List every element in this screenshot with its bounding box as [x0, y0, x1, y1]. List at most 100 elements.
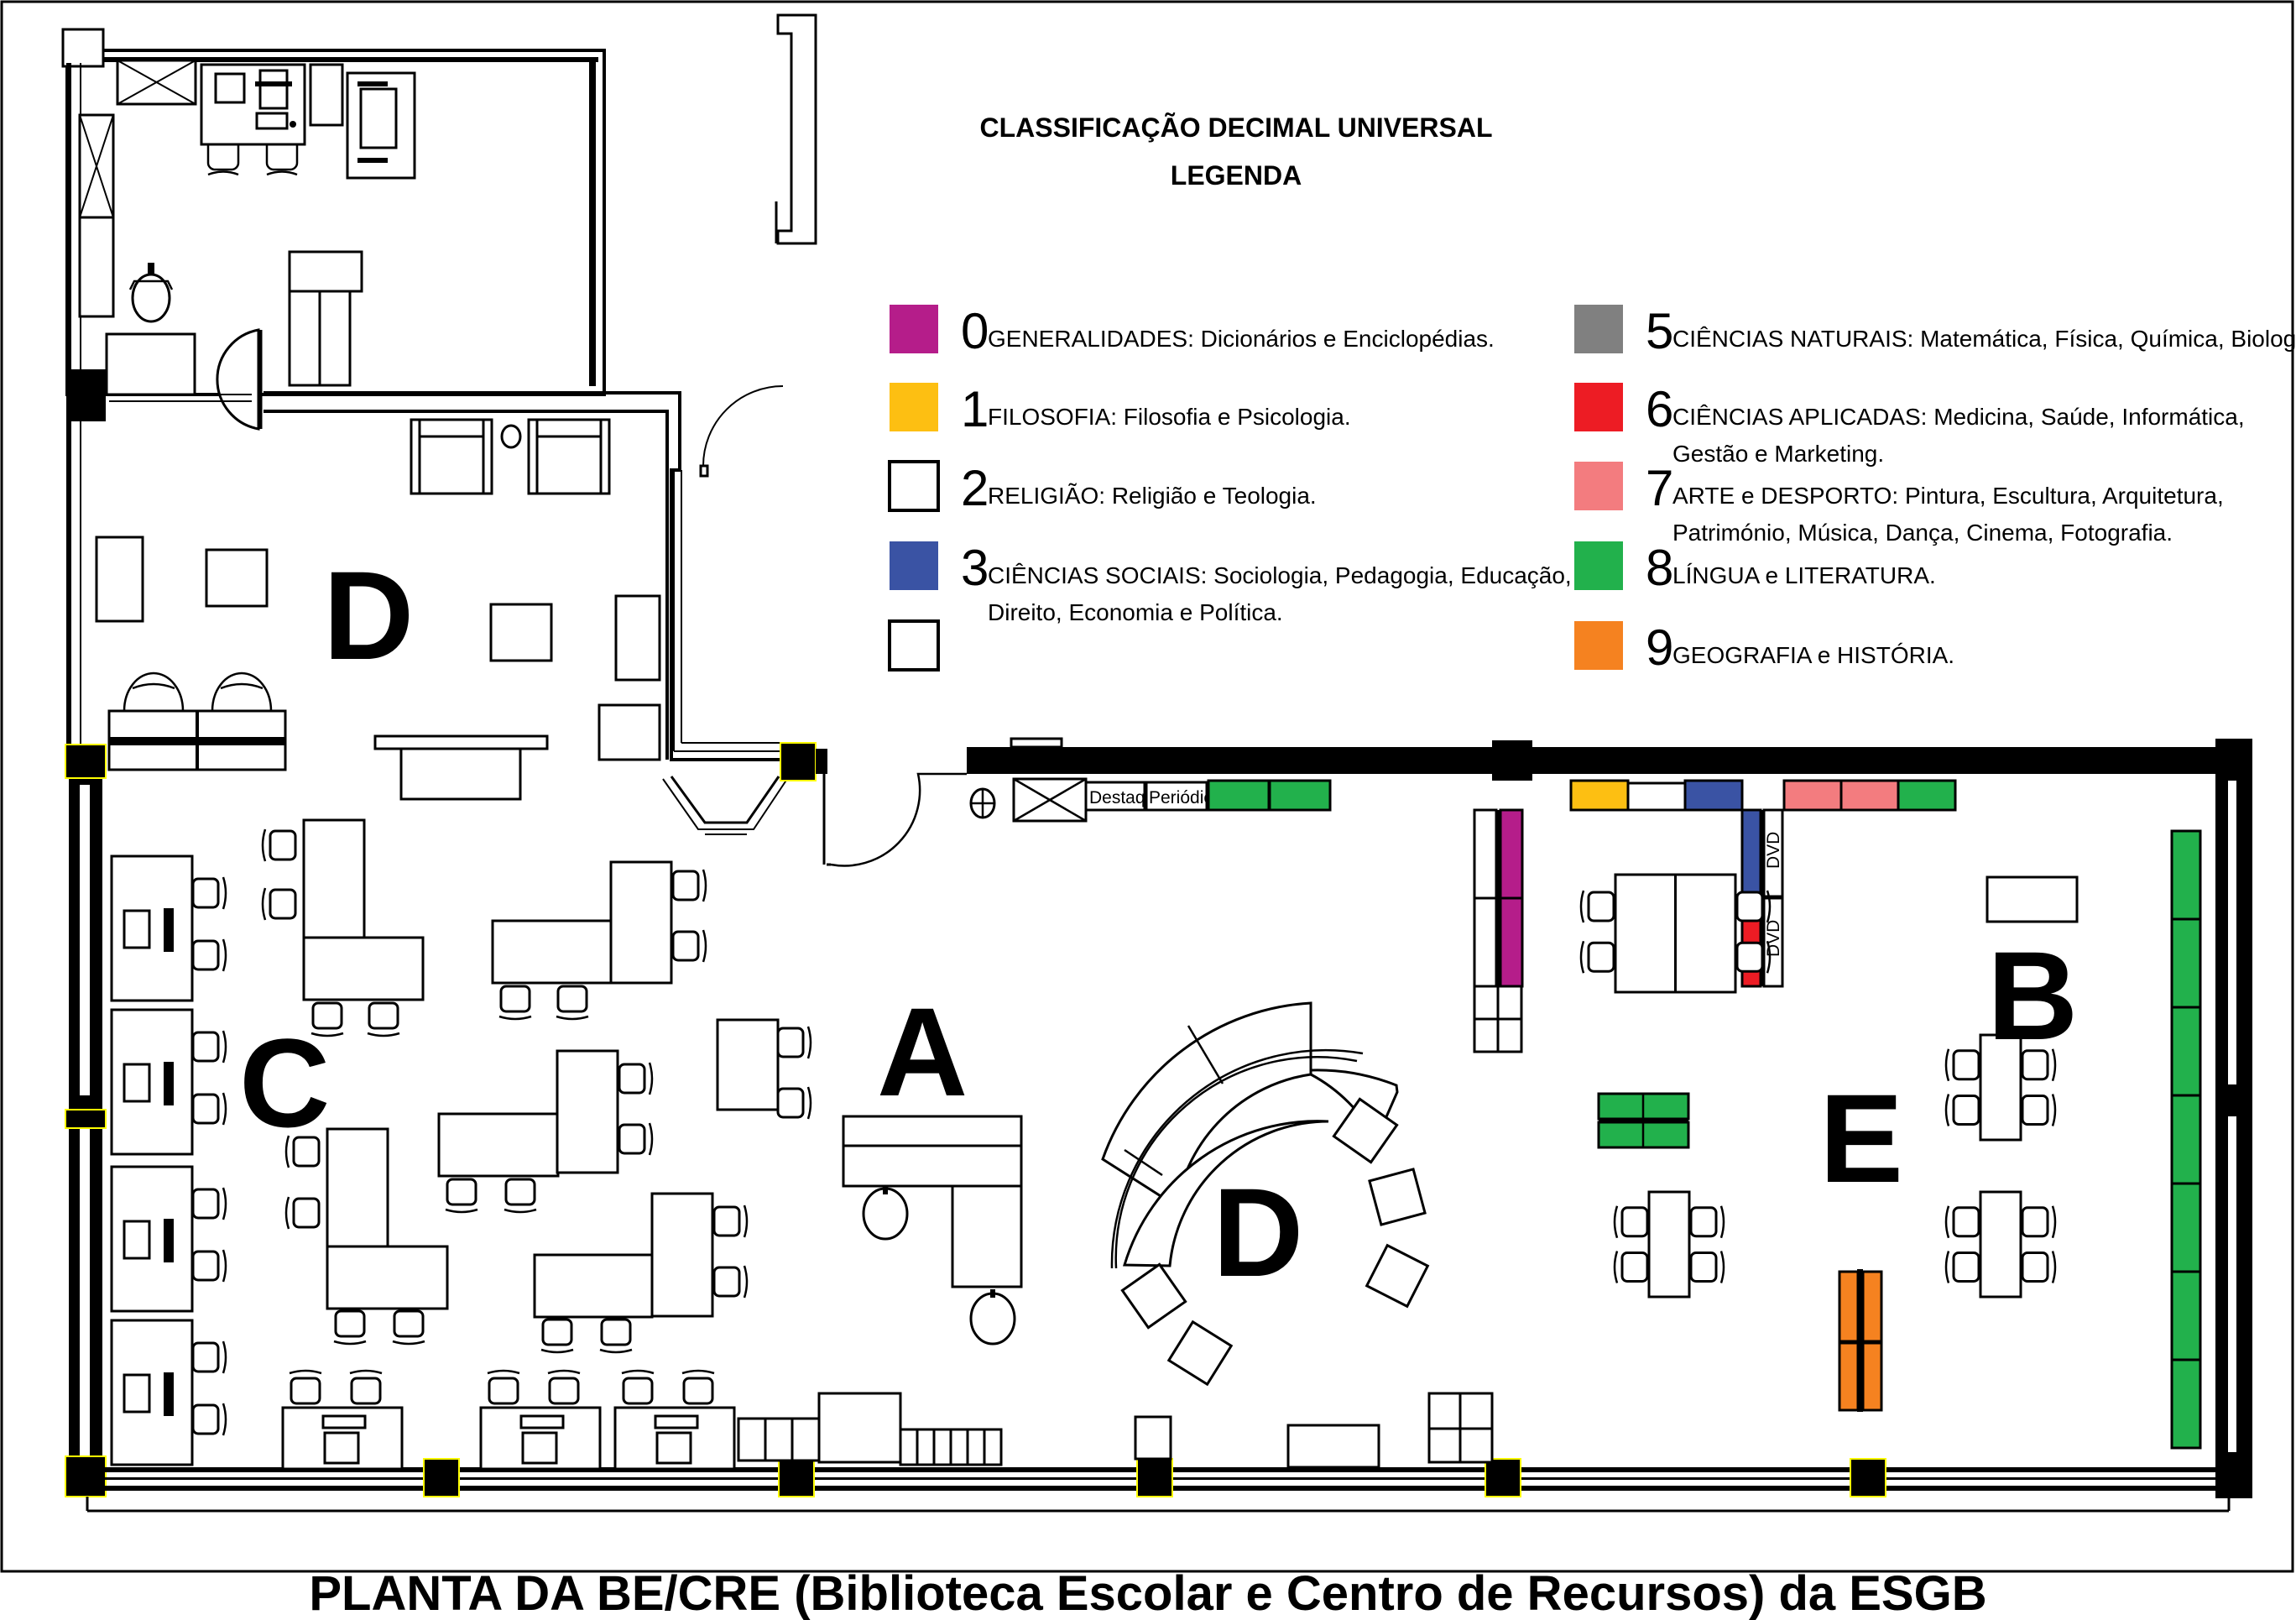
- zone-label-d-reading: D: [1213, 1162, 1303, 1303]
- shelf-cdu-8: [1207, 779, 1271, 812]
- chair-icon: [776, 1026, 812, 1059]
- computer-desk: [110, 1165, 194, 1313]
- chair-icon: [671, 869, 707, 902]
- top-shelves: Destaques Periódicos: [969, 777, 1957, 823]
- chair-icon: [1613, 1205, 1649, 1239]
- shelf-cdu-3: [1683, 779, 1744, 812]
- shelf-cdu-8: [1897, 779, 1957, 812]
- chair-icon: [2021, 1251, 2057, 1283]
- shelf-unit-generalities: [1473, 808, 1524, 1053]
- monitor-icon: [521, 1431, 558, 1465]
- chair-icon: [776, 1086, 812, 1120]
- cabinet: [78, 113, 115, 318]
- room-d-upper: D: [95, 418, 788, 835]
- chair-icon: [191, 938, 227, 972]
- group-table: [533, 1192, 714, 1319]
- chair-icon: [445, 1178, 478, 1214]
- main-walls: [65, 737, 2252, 1513]
- zone-label-d-office: D: [323, 545, 414, 686]
- right-wall-shelves: [2170, 829, 2202, 1450]
- bookcase: [288, 250, 363, 387]
- chair-icon: [1579, 940, 1615, 974]
- zone-label-c: C: [239, 1012, 330, 1153]
- shelf-cdu-9: [1861, 1341, 1883, 1412]
- cabinet: [489, 603, 553, 662]
- legend-swatch: [1574, 305, 1623, 353]
- computer-desk: [281, 1406, 404, 1471]
- chair-icon: [191, 1030, 227, 1063]
- low-table: [1368, 1168, 1427, 1226]
- study-tables: [1579, 873, 2057, 1299]
- group-table: [326, 1127, 449, 1310]
- monitor-icon: [123, 1373, 151, 1414]
- legend-label: LÍNGUA e LITERATURA.: [1672, 562, 1936, 588]
- study-table: [1614, 873, 1737, 994]
- chair-icon: [1689, 1205, 1725, 1239]
- partition-wall: [264, 391, 780, 761]
- legend-code: 6: [1646, 381, 1673, 437]
- legend-title: CLASSIFICAÇÃO DECIMAL UNIVERSAL: [980, 112, 1493, 143]
- chair-icon: [1944, 1048, 1980, 1082]
- chair-icon: [191, 1249, 227, 1283]
- entrance-door-swing: [830, 772, 967, 867]
- page-frame: [0, 0, 2294, 1573]
- dvd-label: DVD: [1764, 920, 1783, 957]
- chair-icon: [261, 887, 297, 921]
- legend-subtitle: LEGENDA: [1171, 160, 1302, 191]
- zone-label-e: E: [1819, 1068, 1903, 1209]
- chair-icon: [599, 1318, 633, 1354]
- shelf-periodicals: [1145, 781, 1208, 812]
- cabinet: [205, 548, 269, 608]
- chair-icon: [367, 1001, 400, 1037]
- legend-swatch: [888, 619, 940, 672]
- chair-icon: [284, 1196, 321, 1230]
- computer-desk: [110, 1008, 194, 1156]
- legend-code: 5: [1646, 303, 1673, 359]
- monitor-icon: [323, 1431, 360, 1465]
- group-table: [302, 818, 425, 1001]
- legend-swatch: [888, 460, 940, 512]
- chair-icon: [547, 1369, 581, 1405]
- monitor-icon: [123, 1063, 151, 1103]
- shelf-cdu-3: [1740, 808, 1762, 898]
- chair-icon: [671, 929, 707, 963]
- legend-swatch: [1574, 383, 1623, 431]
- study-table: [1979, 1033, 2022, 1142]
- group-tables: [261, 818, 812, 1354]
- office-chair-icon: [128, 263, 174, 323]
- chair-icon: [618, 1062, 654, 1095]
- shelf-highlights: [1084, 781, 1146, 812]
- low-table: [1365, 1243, 1430, 1309]
- office-desk: [105, 332, 196, 396]
- shelf-cdu-8: [2170, 1094, 2202, 1185]
- computer-desk: [110, 854, 194, 1002]
- chair-icon: [498, 985, 532, 1021]
- chair-icon: [556, 985, 589, 1021]
- legend-swatch: [890, 383, 938, 431]
- fire-extinguisher-icon: [969, 787, 996, 819]
- chair-icon: [1689, 1251, 1725, 1283]
- chair-icon: [349, 1369, 383, 1405]
- chair-icon: [2021, 1048, 2057, 1082]
- low-table: [1332, 1097, 1399, 1164]
- legend-label: CIÊNCIAS APLICADAS: Medicina, Saúde, Inf…: [1672, 404, 2245, 430]
- chair-icon: [621, 1369, 655, 1405]
- chair-icon: [191, 1187, 227, 1220]
- reading-table: [373, 734, 549, 801]
- cabinet: [1012, 777, 1088, 823]
- chair-icon: [310, 1001, 344, 1037]
- dvd-label: DVD: [1764, 832, 1783, 869]
- office-room: [61, 28, 606, 747]
- legend-code: 3: [961, 540, 989, 596]
- sofa: [107, 672, 287, 771]
- chair-icon: [392, 1309, 425, 1346]
- shelf-cdu-7: [1782, 779, 1843, 812]
- computer-desk: [110, 1319, 194, 1466]
- chair-icon: [191, 1092, 227, 1126]
- chair-icon: [1944, 1094, 1980, 1126]
